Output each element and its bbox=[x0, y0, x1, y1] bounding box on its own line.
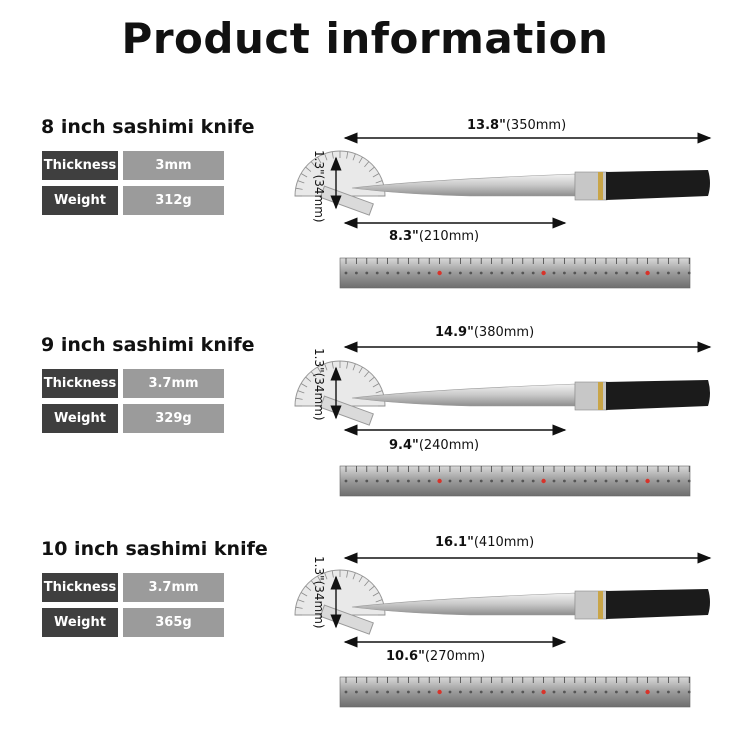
weight-value: 365g bbox=[123, 608, 224, 637]
knife-image bbox=[351, 380, 710, 411]
thickness-label: Thickness bbox=[42, 369, 118, 398]
thickness-value: 3.7mm bbox=[123, 573, 224, 602]
protractor-image bbox=[294, 569, 386, 635]
knife-image bbox=[351, 170, 710, 201]
weight-label: Weight bbox=[42, 186, 118, 215]
thickness-value: 3mm bbox=[123, 151, 224, 180]
knife-title: 8 inch sashimi knife bbox=[41, 116, 255, 138]
blade-height-label: 1.3"(34mm) bbox=[312, 348, 326, 421]
ruler-image bbox=[339, 465, 691, 497]
knife-illustration bbox=[294, 552, 712, 708]
blade-length-label: 10.6"(270mm) bbox=[386, 649, 486, 664]
product-section-9-inch: 9 inch sashimi knife Thickness 3.7mm Wei… bbox=[0, 325, 730, 534]
knife-illustration bbox=[294, 341, 712, 497]
product-section-8-inch: 8 inch sashimi knife Thickness 3mm Weigh… bbox=[0, 116, 730, 316]
total-length-label: 14.9"(380mm) bbox=[435, 325, 535, 340]
total-length-label: 13.8"(350mm) bbox=[467, 118, 567, 133]
total-length-label: 16.1"(410mm) bbox=[435, 535, 535, 550]
ruler-image bbox=[339, 676, 691, 708]
blade-length-label: 9.4"(240mm) bbox=[389, 438, 480, 453]
thickness-label: Thickness bbox=[42, 151, 118, 180]
thickness-value: 3.7mm bbox=[123, 369, 224, 398]
blade-length-label: 8.3"(210mm) bbox=[389, 229, 480, 244]
knife-title: 9 inch sashimi knife bbox=[41, 334, 255, 356]
protractor-image bbox=[294, 150, 386, 216]
blade-height-label: 1.3"(34mm) bbox=[312, 150, 326, 223]
knife-illustration bbox=[294, 132, 712, 289]
knife-image bbox=[351, 589, 710, 620]
knife-title: 10 inch sashimi knife bbox=[41, 538, 268, 560]
weight-value: 312g bbox=[123, 186, 224, 215]
weight-label: Weight bbox=[42, 404, 118, 433]
blade-height-label: 1.3"(34mm) bbox=[312, 556, 326, 629]
product-section-10-inch: 10 inch sashimi knife Thickness 3.7mm We… bbox=[0, 535, 730, 738]
protractor-image bbox=[294, 360, 386, 426]
thickness-label: Thickness bbox=[42, 573, 118, 602]
ruler-image bbox=[339, 257, 691, 289]
page-title: Product information bbox=[121, 14, 609, 63]
weight-value: 329g bbox=[123, 404, 224, 433]
weight-label: Weight bbox=[42, 608, 118, 637]
